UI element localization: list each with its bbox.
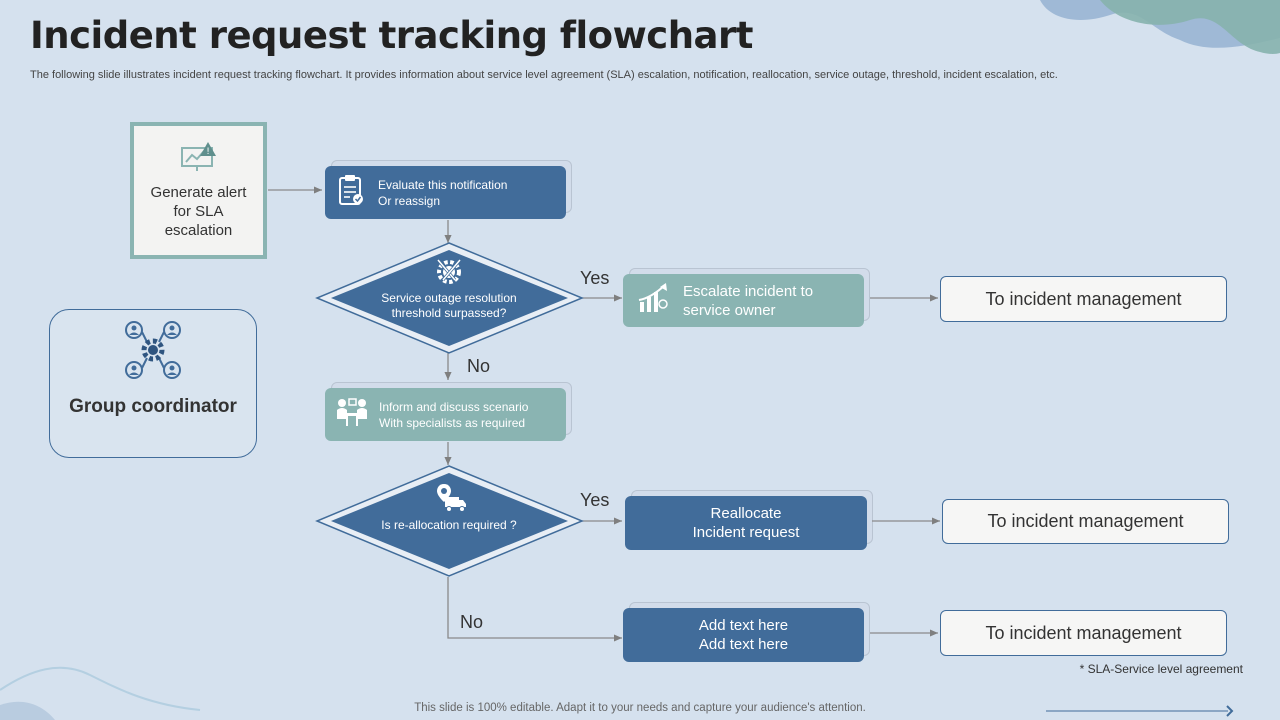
decision1-line1: Service outage resolution (381, 291, 517, 305)
no-label-2: No (460, 612, 484, 632)
inform-line1: Inform and discuss scenario (379, 399, 529, 414)
monitor-alert-icon: ! (180, 141, 218, 177)
decision-diamond-1 (315, 242, 584, 354)
evaluate-notification-step: Evaluate this notification Or reassign (325, 160, 572, 219)
inform-specialists-step: Inform and discuss scenario With special… (325, 382, 572, 441)
destination-incident-management-2: To incident management (942, 499, 1229, 544)
sla-footnote: * SLA-Service level agreement (1079, 662, 1243, 676)
group-coordinator-box (49, 309, 257, 458)
team-gear-icon (122, 320, 184, 387)
yes-label-1: Yes (580, 268, 610, 288)
destination-incident-management-3: To incident management (940, 610, 1227, 656)
decorative-wave-bottom (0, 666, 201, 720)
wrench-gear-icon (433, 256, 465, 291)
addtext-line1: Add text here (698, 617, 789, 634)
destination-incident-management-1: To incident management (940, 276, 1227, 322)
decision-diamond-2 (315, 465, 584, 577)
group-coordinator-label: Group coordinator (69, 396, 237, 417)
meeting-icon (335, 397, 369, 432)
reallocate-step: Reallocate Incident request (625, 490, 873, 550)
add-text-step: Add text here Add text here (623, 602, 870, 662)
yes-label-2: Yes (580, 490, 610, 510)
generate-alert-box: ! Generate alert for SLA escalation (130, 122, 267, 259)
inform-line2: With specialists as required (379, 415, 526, 430)
addtext-line2: Add text here (698, 636, 789, 653)
no-label-1: No (467, 356, 491, 376)
delivery-truck-icon (433, 483, 467, 518)
escalate-incident-step: Escalate incident to service owner (623, 268, 870, 327)
decision2-label: Is re-allocation required ? (381, 518, 517, 532)
footer-arrow-line (1046, 705, 1234, 717)
escalate-line2: service owner (683, 301, 776, 319)
clipboard-check-icon (338, 174, 364, 211)
reallocate-line1: Reallocate (710, 505, 782, 522)
reallocate-line2: Incident request (692, 524, 800, 541)
svg-text:!: ! (206, 147, 210, 157)
page-title: Incident request tracking flowchart (30, 14, 753, 57)
evaluate-line1: Evaluate this notification (378, 177, 508, 192)
generate-alert-label: Generate alert for SLA escalation (150, 183, 247, 239)
escalate-line1: Escalate incident to (683, 282, 814, 300)
footer-note: This slide is 100% editable. Adapt it to… (414, 702, 866, 714)
decision1-line2: threshold surpassed? (391, 306, 507, 320)
growth-chart-icon (637, 282, 669, 319)
evaluate-line2: Or reassign (378, 193, 441, 208)
page-subtitle: The following slide illustrates incident… (30, 69, 1058, 81)
decorative-blob-top (1040, 0, 1280, 54)
decision1-label: Service outage resolution threshold surp… (349, 291, 549, 321)
